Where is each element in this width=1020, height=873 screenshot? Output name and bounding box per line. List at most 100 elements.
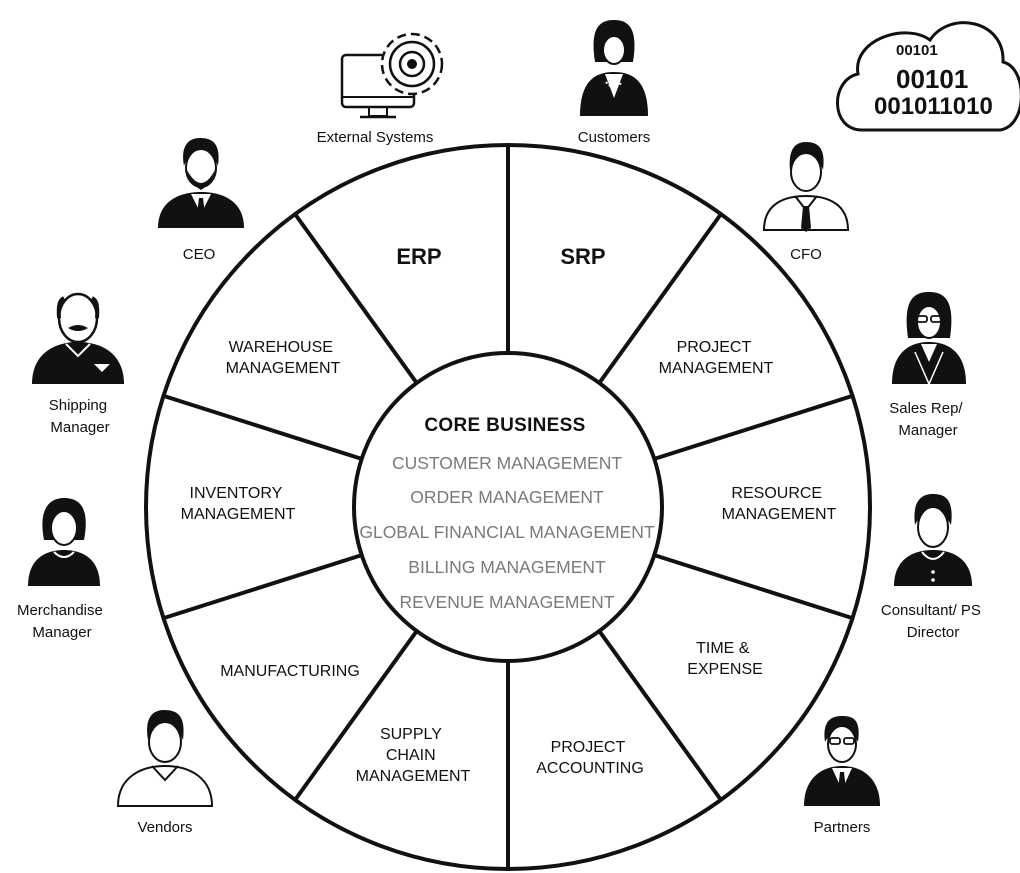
lapel xyxy=(914,351,944,386)
segment-line: TIME & xyxy=(696,640,750,657)
wheel xyxy=(144,143,872,871)
tie xyxy=(838,772,846,794)
man-glasses-suit-icon xyxy=(804,716,880,806)
side-hair xyxy=(56,296,66,319)
glasses-right xyxy=(843,737,855,745)
side-hair xyxy=(90,296,100,319)
segment-line: EXPENSE xyxy=(687,661,763,678)
face xyxy=(917,506,949,548)
actor-label: Consultant/ PS Director xyxy=(881,602,985,641)
segment-manufacturing: MANUFACTURING xyxy=(220,663,360,680)
core-business: CORE BUSINESS CUSTOMER MANAGEMENT ORDER … xyxy=(359,415,655,612)
cfo-actor: CFO xyxy=(762,142,850,263)
segment-time-expense: TIME & EXPENSE xyxy=(687,640,763,678)
face xyxy=(827,725,857,763)
merchandise-manager-actor: Merchandise Manager xyxy=(17,498,107,641)
segment-line: MANAGEMENT xyxy=(181,506,296,523)
segment-supply-chain: SUPPLY CHAIN MANAGEMENT xyxy=(356,726,471,785)
actor-label: CEO xyxy=(183,246,216,263)
segment-line: MANAGEMENT xyxy=(356,768,471,785)
label-line: Director xyxy=(907,624,960,641)
actor-label: Merchandise Manager xyxy=(17,602,107,641)
actor-label: CFO xyxy=(790,246,822,263)
spoke-lower-right xyxy=(598,630,723,802)
label-line: Manager xyxy=(32,624,91,641)
actor-label: Partners xyxy=(814,819,871,836)
beard xyxy=(187,170,215,190)
woman-sweater-icon xyxy=(28,498,100,586)
partners-actor: Partners xyxy=(804,716,880,836)
segment-line: MANAGEMENT xyxy=(659,360,774,377)
vendors-actor: Vendors xyxy=(116,710,214,836)
gear-core xyxy=(407,59,417,69)
collar xyxy=(53,551,75,558)
shoulders xyxy=(894,550,972,586)
label-line: Merchandise xyxy=(17,602,103,619)
core-item: CUSTOMER MANAGEMENT xyxy=(392,453,622,473)
cloud-binary-line: 00101 xyxy=(896,42,938,59)
label-line: Sales Rep/ xyxy=(889,400,963,417)
segment-line: RESOURCE xyxy=(731,485,822,502)
shoulders xyxy=(32,342,124,384)
actor-label: Customers xyxy=(578,129,651,146)
woman-icon xyxy=(580,20,648,116)
actor-label: External Systems xyxy=(317,129,434,146)
actor-label: Sales Rep/ Manager xyxy=(889,400,967,439)
spoke-left-upper xyxy=(163,394,363,461)
collar xyxy=(921,551,945,560)
inner-circle xyxy=(352,351,664,663)
face xyxy=(602,35,626,65)
face xyxy=(790,152,822,192)
face xyxy=(185,148,217,188)
segment-line: PROJECT xyxy=(677,339,752,356)
customers-actor: Customers xyxy=(578,20,651,146)
external-systems-actor: External Systems xyxy=(317,32,444,146)
actor-label: Shipping Manager xyxy=(49,397,112,436)
segment-line: MANUFACTURING xyxy=(220,663,360,680)
core-item: REVENUE MANAGEMENT xyxy=(400,592,615,612)
segment-project-management: PROJECT MANAGEMENT xyxy=(659,339,774,377)
segment-resource-management: RESOURCE MANAGEMENT xyxy=(722,485,837,523)
segment-line: ACCOUNTING xyxy=(536,760,644,777)
man-outline-icon xyxy=(116,710,214,807)
spoke-upper-left xyxy=(293,212,418,384)
segment-line: PROJECT xyxy=(551,739,626,756)
cloud-binary-line: 001011010 xyxy=(874,93,993,120)
man-beard-suit-icon xyxy=(158,138,244,228)
tie xyxy=(197,198,205,218)
man-sweater-icon xyxy=(894,494,972,586)
woman-glasses-icon xyxy=(892,292,966,386)
shoulders xyxy=(28,550,100,586)
segment-line: MANAGEMENT xyxy=(226,360,341,377)
segment-line: SUPPLY xyxy=(380,726,442,743)
segment-line: INVENTORY xyxy=(190,485,283,502)
collar xyxy=(65,343,91,358)
monitor-stand xyxy=(368,106,388,117)
glasses-left xyxy=(829,737,841,745)
pocket xyxy=(94,364,110,372)
man-mustache-icon xyxy=(32,292,124,384)
label-line: Manager xyxy=(898,422,957,439)
label-line: Manager xyxy=(50,419,109,436)
spokes xyxy=(163,145,853,869)
shoulders xyxy=(116,764,214,807)
core-item: GLOBAL FINANCIAL MANAGEMENT xyxy=(359,522,655,542)
cloud-binary-line: 00101 xyxy=(896,64,968,94)
segment-erp: ERP xyxy=(396,244,441,269)
button xyxy=(931,570,935,574)
label-line: Shipping xyxy=(49,397,107,414)
button xyxy=(931,578,935,582)
man-tie-outline-icon xyxy=(762,142,850,232)
core-item: ORDER MANAGEMENT xyxy=(410,487,604,507)
segment-warehouse-management: WAREHOUSE MANAGEMENT xyxy=(226,339,341,377)
tie xyxy=(801,206,811,232)
glasses-icon xyxy=(829,737,855,745)
consultant-actor: Consultant/ PS Director xyxy=(881,494,985,641)
actor-label: Vendors xyxy=(137,819,192,836)
mustache xyxy=(68,325,88,331)
spoke-upper-right xyxy=(598,212,723,384)
spoke-right-lower xyxy=(653,553,853,620)
glasses-left xyxy=(916,315,928,323)
core-title: CORE BUSINESS xyxy=(424,415,585,436)
sales-rep-actor: Sales Rep/ Manager xyxy=(889,292,967,439)
